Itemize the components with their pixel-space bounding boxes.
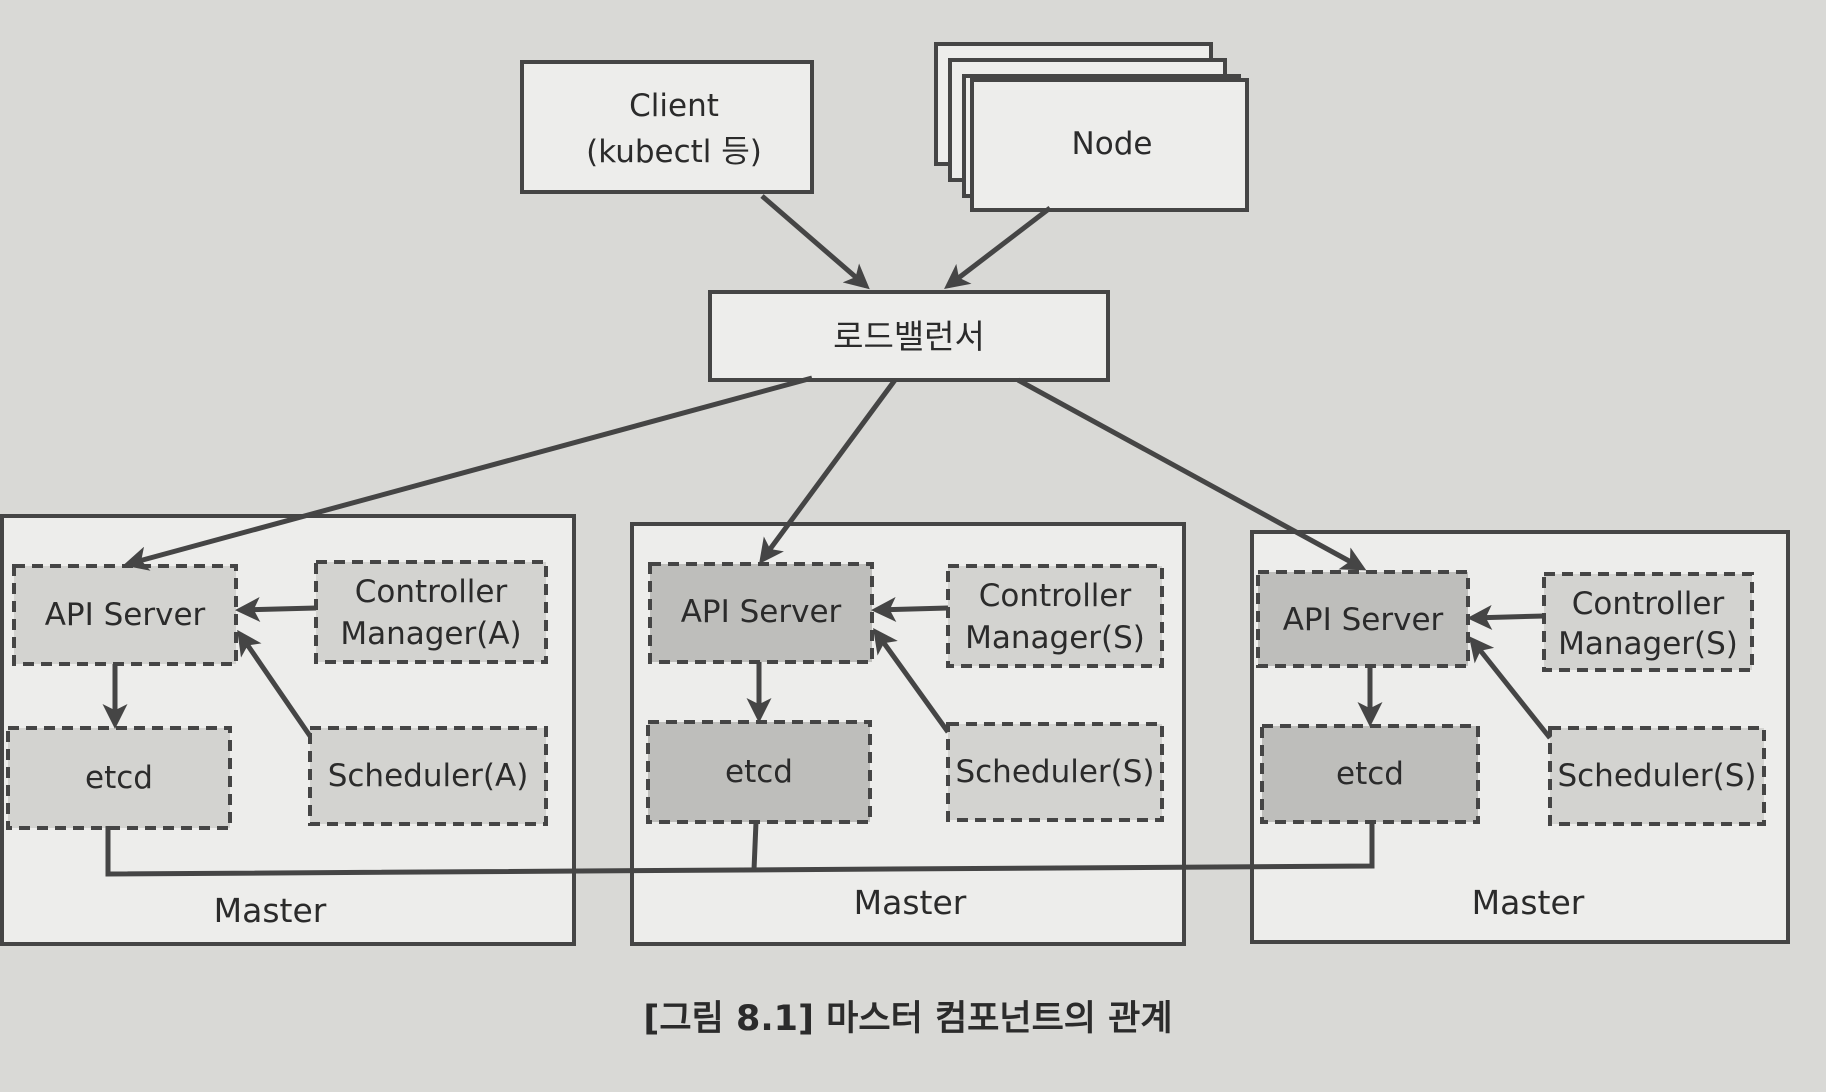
scheduler-label: Scheduler(S) <box>955 754 1154 790</box>
etcd-box <box>646 720 872 824</box>
controller-to-api-arrow <box>871 596 949 622</box>
etcd-label: etcd <box>85 760 153 796</box>
controller-manager-box <box>946 564 1164 668</box>
api-server-label: API Server <box>1283 602 1444 638</box>
figure-caption: [그림 8.1] 마스터 컴포넌트의 관계 <box>643 999 1172 1039</box>
etcd-label: etcd <box>725 754 793 790</box>
etcd-cluster-link <box>105 822 1375 877</box>
load-balancer-label: 로드밸런서 <box>833 317 985 356</box>
controller-manager-sublabel: Manager(A) <box>340 616 521 652</box>
controller-manager-box <box>314 560 548 664</box>
master-panel: API Server Controller Manager(S) etcd Sc… <box>630 522 1186 946</box>
scheduler-box <box>946 722 1164 822</box>
scheduler-to-api-arrow <box>873 627 951 734</box>
scheduler-label: Scheduler(S) <box>1557 758 1756 794</box>
api-server-label: API Server <box>45 597 206 633</box>
controller-manager-sublabel: Manager(S) <box>1558 626 1738 662</box>
controller-to-api-arrow <box>235 596 317 622</box>
lb-to-api-server-arrow <box>759 378 898 565</box>
master-label: Master <box>854 883 967 922</box>
node-to-lb-arrow <box>944 206 1052 290</box>
master-panel: API Server Controller Manager(S) etcd Sc… <box>1250 530 1790 944</box>
scheduler-label: Scheduler(A) <box>328 758 529 794</box>
node-label: Node <box>1072 126 1153 162</box>
scheduler-to-api-arrow <box>1468 636 1552 740</box>
master-label: Master <box>214 891 327 930</box>
client-box: Client (kubectl 등) <box>520 60 814 194</box>
master-panel: API Server Controller Manager(A) etcd Sc… <box>0 514 576 946</box>
etcd-box <box>1260 724 1480 824</box>
controller-manager-label: Controller <box>1572 586 1725 622</box>
api-server-label: API Server <box>681 594 842 630</box>
controller-to-api-arrow <box>1467 604 1545 630</box>
controller-manager-label: Controller <box>355 574 508 610</box>
client-to-lb-arrow <box>760 194 870 290</box>
controller-manager-box <box>1542 572 1754 672</box>
client-label: Client <box>629 88 719 124</box>
scheduler-box <box>1548 726 1766 826</box>
controller-manager-sublabel: Manager(S) <box>965 620 1145 656</box>
node-stack: Node <box>934 42 1249 212</box>
api-server-box <box>648 562 874 664</box>
scheduler-box <box>308 726 548 826</box>
etcd-box <box>6 726 232 830</box>
master-label: Master <box>1472 883 1585 922</box>
client-sublabel: (kubectl 등) <box>586 134 762 170</box>
etcd-label: etcd <box>1336 756 1404 792</box>
load-balancer-box: 로드밸런서 <box>708 290 1110 382</box>
scheduler-to-api-arrow <box>237 629 313 738</box>
lb-to-api-server-arrow <box>123 375 813 571</box>
etcd-cluster-link-branch <box>751 821 759 871</box>
controller-manager-label: Controller <box>979 578 1132 614</box>
lb-to-api-server-arrow <box>1016 377 1367 571</box>
